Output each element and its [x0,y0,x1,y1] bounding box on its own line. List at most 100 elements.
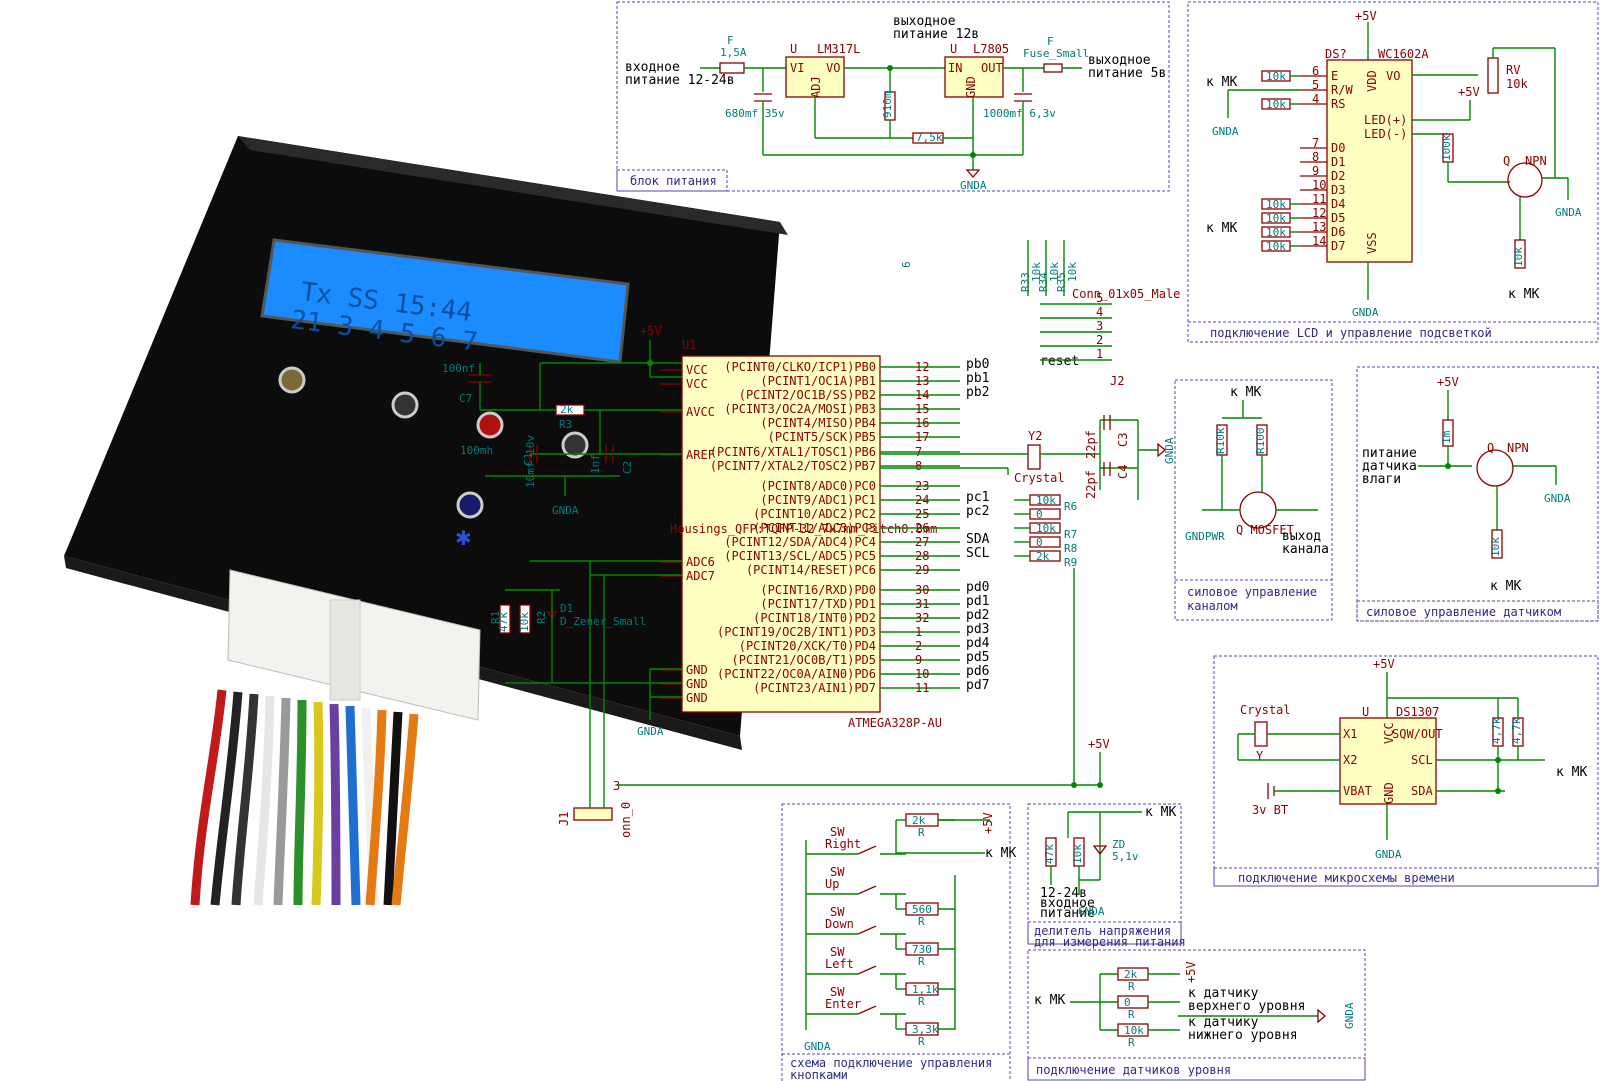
svg-text:10k: 10k [1048,262,1061,282]
divider-frame [1027,803,1182,945]
r2-10k [519,604,531,634]
svg-text:питание: питание [1040,906,1095,921]
mcu-right-pin-number: 2 [915,639,922,653]
svg-text:ADJ: ADJ [809,76,823,98]
up-button[interactable] [476,411,504,439]
svg-text:10k: 10k [1489,537,1502,557]
channel-frame [1174,379,1333,621]
mcu-right-pin-number: 8 [915,459,922,473]
mcu-right-pin-label: (PCINT11/ADC3)PC3 [753,521,876,535]
svg-text:+5V: +5V [1458,85,1480,99]
lcd-resistor-value: 10k [1266,70,1286,83]
device-photo: Tx SS 15:44 21 3 4 5 6 7 ✱ [64,136,788,906]
svg-text:GNDA: GNDA [552,504,579,517]
button-resistor-ref: R [918,995,925,1008]
isp-pin-number: 3 [1096,319,1103,333]
svg-text:D1: D1 [560,602,573,615]
svg-text:J1: J1 [557,812,571,826]
lcd-pin-label: R/W [1331,83,1353,97]
mcu-right-pin-label: (PCINT6/XTAL1/TOSC1)PB6 [710,445,876,459]
svg-text:C4: C4 [1116,465,1130,479]
switch-contact [857,925,877,935]
r1-47k [499,604,511,634]
buttons-block: схема подключение управления кнопками SW… [781,803,1016,1081]
svg-text:питание 5в: питание 5в [1088,66,1166,81]
mcu-net-label: SCL [966,546,990,561]
pc-resistor-value: 0 [1036,536,1043,549]
svg-text:к МК: к МК [1230,385,1261,400]
svg-text:NPN: NPN [1507,441,1529,455]
mcu-right-pin-number: 27 [915,535,929,549]
button-resistor-ref: R [918,1035,925,1048]
svg-text:R1: R1 [489,611,502,624]
svg-text:датчика: датчика [1362,459,1417,474]
level-resistor-value: 0 [1124,996,1131,1009]
lcd-pin-number: 10 [1312,178,1326,192]
svg-text:X1: X1 [1343,727,1357,741]
svg-text:для измерения питания: для измерения питания [1034,935,1186,949]
lcd-pin-label: D5 [1331,211,1345,225]
lcd-pin-label: D6 [1331,225,1345,239]
mcu-right-pin-number: 9 [915,653,922,667]
svg-text:100k: 100k [1440,134,1453,161]
lcd-pin-number: 11 [1312,192,1326,206]
light-button[interactable] [278,366,306,394]
isp-pin-number: 2 [1096,333,1103,347]
lcd-frame-label: подключение LCD и управление подсветкой [1210,326,1492,340]
lcd-pin-number: 13 [1312,220,1326,234]
mcu-right-pin-label: (PCINT16/RXD)PD0 [760,583,876,597]
svg-text:D_Zener_Small: D_Zener_Small [560,615,646,628]
svg-text:U: U [1362,705,1369,719]
lcd-pin-label: D7 [1331,239,1345,253]
svg-text:R100: R100 [1254,428,1267,455]
mcu-left-pin-label: ADC6 [686,555,715,569]
svg-text:L7805: L7805 [973,42,1009,56]
switch-label: Enter [825,997,861,1011]
svg-text:GNDA: GNDA [1352,306,1379,319]
lcd-resistor-value: 10k [1266,212,1286,225]
power-mid-label: выходное [893,14,956,29]
svg-text:GNDA: GNDA [960,179,987,192]
mcu-net-label: pc2 [966,504,989,519]
atmega328p [681,355,881,713]
svg-text:VBAT: VBAT [1343,784,1372,798]
svg-text:VCC: VCC [1382,722,1396,744]
svg-text:22pf: 22pf [1084,470,1098,499]
mcu-left-pin-label: VCC [686,377,708,391]
svg-text:к МК: к МК [1556,765,1587,780]
mcu-right-pin-number: 32 [915,611,929,625]
right-button[interactable] [561,431,589,459]
svg-text:5,1v: 5,1v [1112,850,1139,863]
svg-text:12-24в: 12-24в [1040,886,1087,901]
level-resistor-value: 10k [1124,1024,1144,1037]
mcu-net-label: pd7 [966,678,989,693]
down-button[interactable] [456,491,484,519]
lcd-pin-label: D1 [1331,155,1345,169]
svg-text:R3: R3 [559,418,572,431]
mcu-right-pin-number: 17 [915,430,929,444]
mcu-net-label: pb2 [966,385,989,400]
svg-text:GNDA: GNDA [1375,848,1402,861]
svg-text:GNDPWR: GNDPWR [1185,530,1225,543]
mcu-net-label: pd5 [966,650,989,665]
svg-text:C2: C2 [621,461,634,474]
lcd-pin-number: 8 [1312,150,1319,164]
mcu-right-pin-number: 16 [915,416,929,430]
left-button[interactable] [391,391,419,419]
mcu-right-pin-number: 30 [915,583,929,597]
device-buttons: ✱ [278,366,589,550]
mcu-right-pin-label: (PCINT17/TXD)PD1 [760,597,876,611]
potentiometer-rv [1487,57,1499,94]
svg-text:1000mf 6,3v: 1000mf 6,3v [983,107,1056,120]
mcu-net-label: pd2 [966,608,989,623]
mcu-net-label: pd0 [966,580,989,595]
lcd-pin-label: E [1331,69,1338,83]
r-10k-sensor [1491,529,1503,559]
ds1307 [1339,717,1437,805]
svg-text:Y: Y [1256,749,1264,763]
reset-net-label: reset [1040,354,1079,369]
lcd-pin-number: 9 [1312,164,1319,178]
crystal-rtc [1254,721,1268,747]
mcu-right-pin-label: (PCINT23/AIN1)PD7 [753,681,876,695]
